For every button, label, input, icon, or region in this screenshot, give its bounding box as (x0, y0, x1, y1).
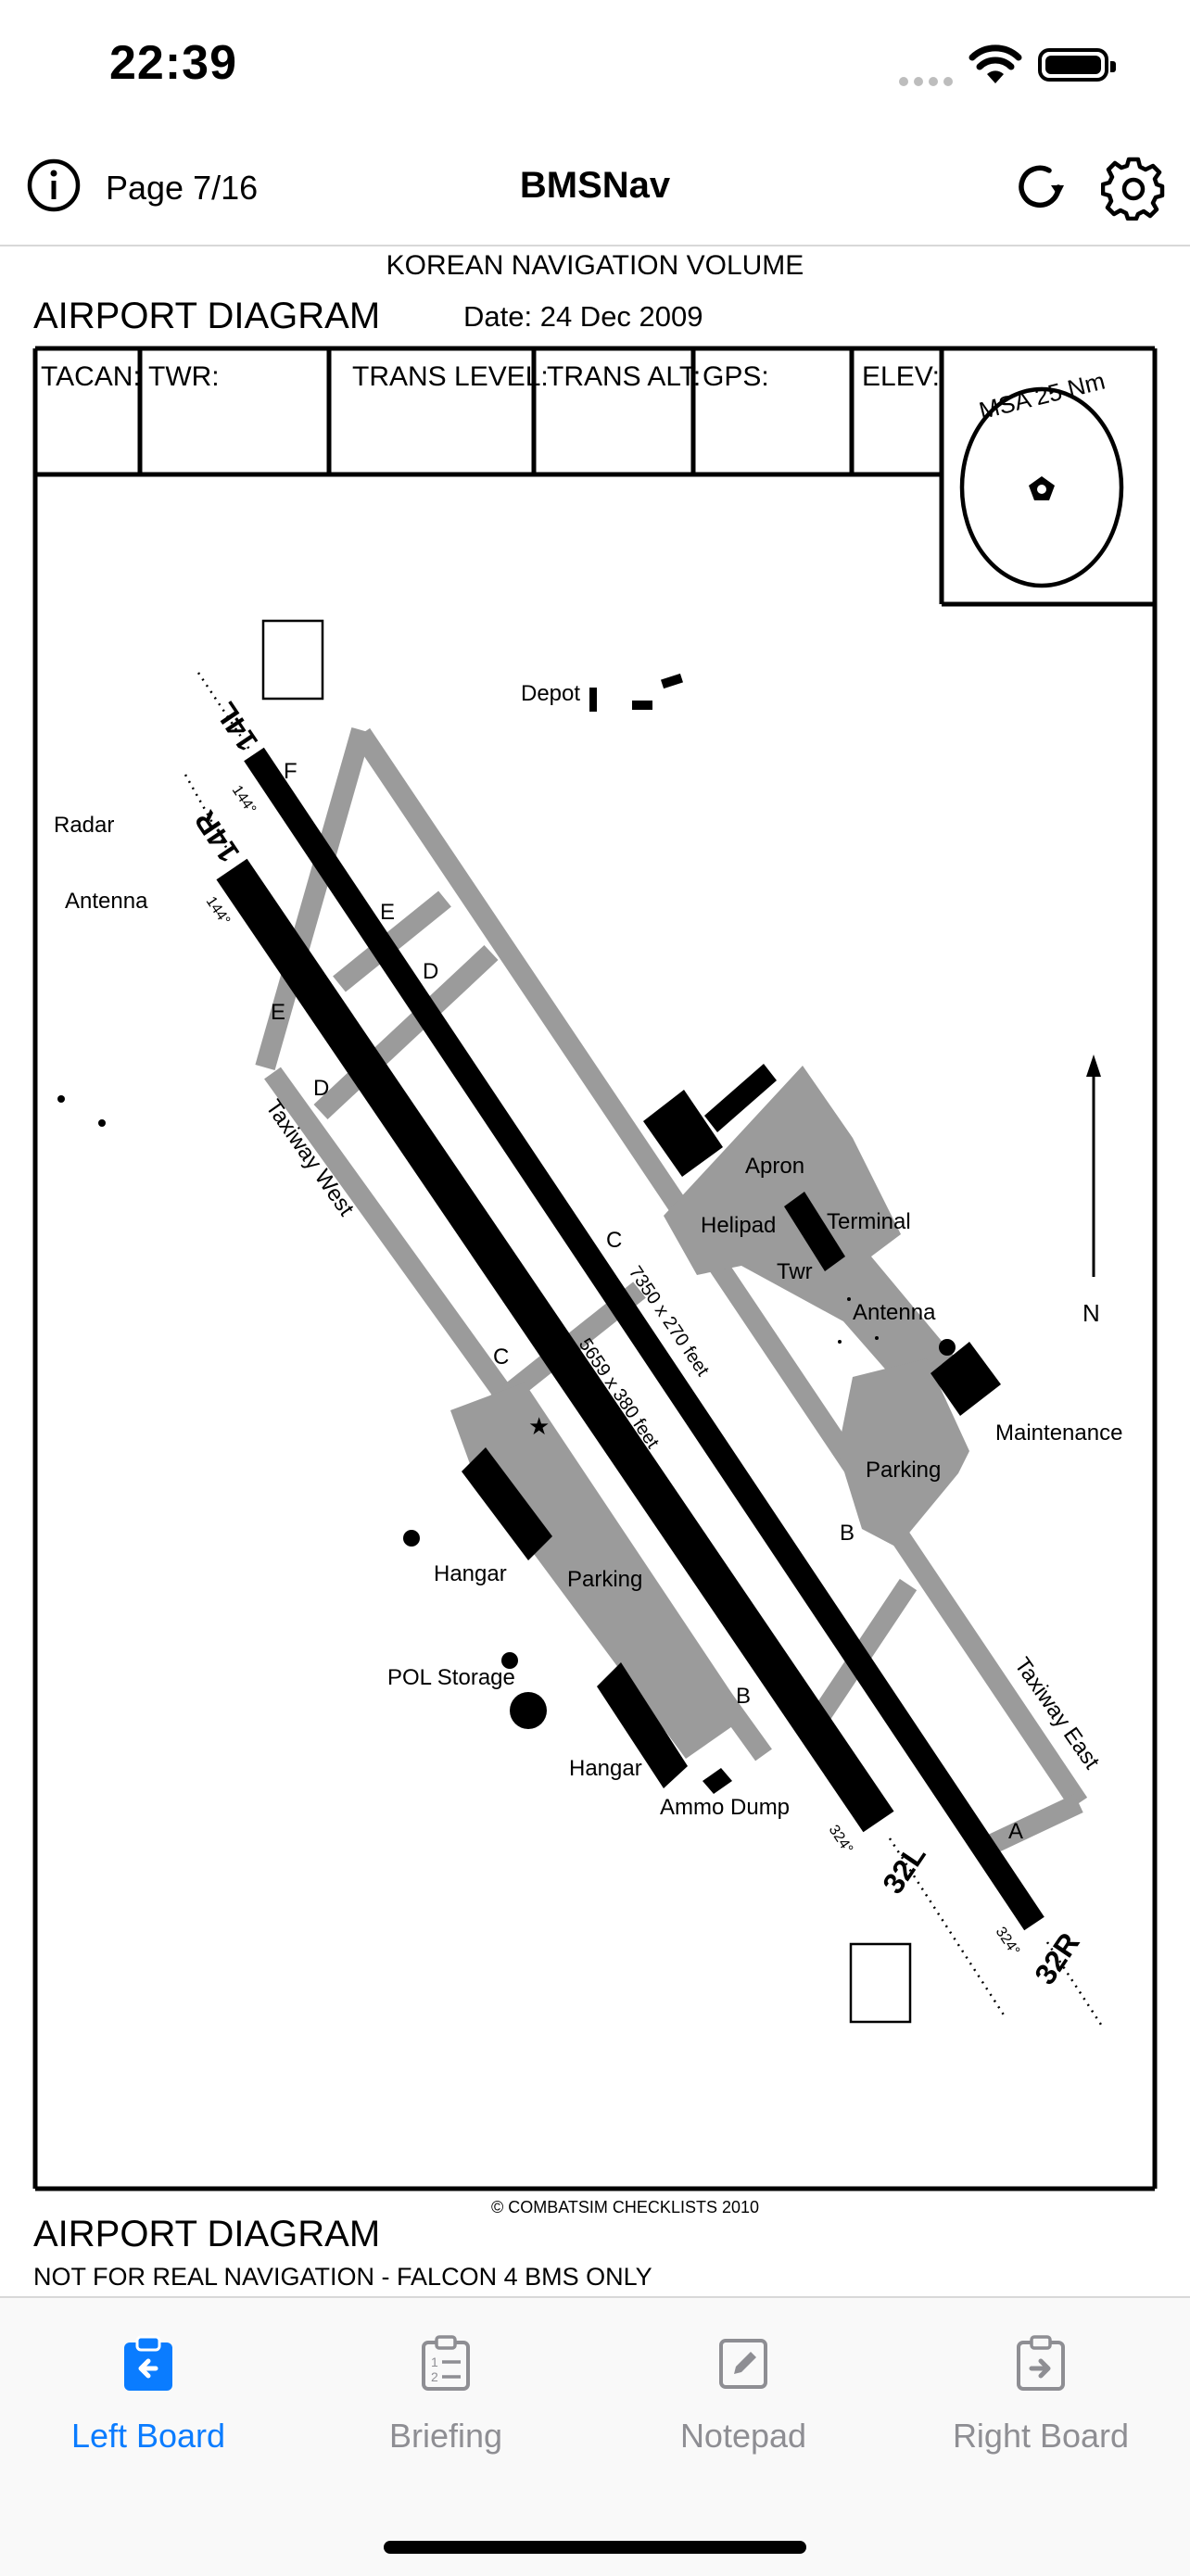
clipboard-list-icon: 1 2 (422, 2335, 470, 2391)
terminal-label: Terminal (827, 1209, 911, 1234)
apron-label: Apron (745, 1154, 804, 1179)
parking-west-label: Parking (567, 1567, 642, 1592)
page-indicator: Page 7/16 (106, 169, 259, 207)
runways (216, 747, 1044, 1931)
taxiway-e-2: E (271, 1000, 285, 1025)
gear-icon[interactable] (1101, 156, 1166, 221)
msa-label: MSA 25 Nm (976, 367, 1108, 425)
runway-14r: 14R (188, 804, 247, 868)
field-twr: TWR: (148, 361, 220, 392)
hangar-label-2: Hangar (569, 1756, 642, 1781)
north-arrow: N (1082, 1054, 1101, 1327)
info-table (32, 346, 1158, 2191)
nav-bar: Page 7/16 BMSNav (0, 130, 1190, 246)
clipboard-right-icon (1017, 2335, 1065, 2391)
taxiway-d-2: D (313, 1076, 329, 1101)
taxiway-b-2: B (736, 1684, 751, 1709)
tab-label-notepad: Notepad (679, 2417, 807, 2455)
hangar-label-1: Hangar (434, 1561, 507, 1586)
svg-text:1: 1 (431, 2355, 438, 2369)
star-marker: ★ (528, 1412, 550, 1440)
tab-notepad[interactable]: Notepad (595, 2333, 892, 2456)
app-title: BMSNav (519, 165, 671, 206)
tab-label-left-board: Left Board (70, 2417, 226, 2455)
field-trans-alt: TRANS ALT: (547, 361, 701, 392)
tab-briefing[interactable]: 1 2 Briefing (298, 2333, 594, 2456)
north-label: N (1082, 1299, 1100, 1327)
maintenance-label: Maintenance (995, 1421, 1122, 1446)
doc-footer-note: NOT FOR REAL NAVIGATION - FALCON 4 BMS O… (33, 2263, 652, 2291)
taxiway-a: A (1008, 1819, 1023, 1844)
twr-label: Twr (777, 1259, 813, 1284)
radar-label: Radar (54, 813, 114, 838)
heading-324-b: 324° (993, 1925, 1023, 1959)
antenna-west-label: Antenna (65, 889, 148, 914)
doc-title: AIRPORT DIAGRAM (33, 296, 380, 336)
heading-324-a: 324° (826, 1823, 856, 1857)
tab-left-board[interactable]: Left Board (0, 2333, 297, 2456)
status-bar: 22:39 (0, 0, 1190, 130)
taxiway-c-2: C (493, 1345, 509, 1370)
msa-circle: MSA 25 Nm (959, 367, 1124, 588)
runway-14l: 14L (209, 696, 265, 757)
taxiway-e-1: E (380, 900, 395, 925)
depot-label: Depot (521, 681, 580, 706)
field-tacan: TACAN: (41, 361, 141, 392)
doc-date: Date: 24 Dec 2009 (463, 300, 703, 333)
runway-32r: 32R (1028, 1926, 1086, 1990)
taxiway-f: F (284, 759, 298, 784)
svg-text:2: 2 (431, 2369, 438, 2384)
taxiway-b-1: B (840, 1521, 855, 1546)
airport-diagram-page: KOREAN NAVIGATION VOLUME AIRPORT DIAGRAM… (0, 246, 1190, 2294)
clipboard-left-icon (124, 2335, 172, 2391)
runway-32l: 32L (876, 1838, 932, 1900)
doc-copyright: © COMBATSIM CHECKLISTS 2010 (491, 2198, 759, 2216)
taxiway-d-1: D (423, 959, 438, 984)
parking-east-label: Parking (866, 1458, 941, 1483)
field-gps: GPS: (703, 361, 769, 392)
navaid-box-north (261, 619, 324, 701)
heading-144-b: 144° (203, 894, 234, 928)
buildings (57, 673, 1001, 1794)
notepad-icon (719, 2339, 767, 2389)
field-elev: ELEV: (862, 361, 940, 392)
navaid-box-south (849, 1942, 912, 2024)
status-time: 22:39 (109, 36, 237, 90)
tab-right-board[interactable]: Right Board (892, 2333, 1189, 2456)
ammo-dump-label: Ammo Dump (660, 1795, 790, 1820)
approach-lights (184, 672, 1105, 2028)
doc-header: KOREAN NAVIGATION VOLUME (386, 250, 804, 281)
field-trans-level: TRANS LEVEL: (352, 361, 549, 392)
pol-storage-label: POL Storage (387, 1665, 515, 1690)
info-icon[interactable] (26, 158, 82, 213)
signal-icon (899, 74, 958, 91)
home-indicator (384, 2541, 806, 2554)
tab-label-briefing: Briefing (388, 2417, 503, 2455)
battery-icon (1038, 48, 1116, 82)
antenna-east-label: Antenna (853, 1300, 936, 1325)
tab-bar: Left Board 1 2 Briefing Notepad Right Bo… (0, 2296, 1190, 2576)
tab-label-right-board: Right Board (952, 2417, 1130, 2455)
doc-footer-title: AIRPORT DIAGRAM (33, 2214, 380, 2254)
taxiway-c-1: C (606, 1228, 622, 1253)
heading-144-a: 144° (229, 783, 260, 817)
wifi-icon (968, 44, 1022, 83)
refresh-icon[interactable] (1012, 158, 1071, 217)
helipad-label: Helipad (701, 1213, 776, 1238)
